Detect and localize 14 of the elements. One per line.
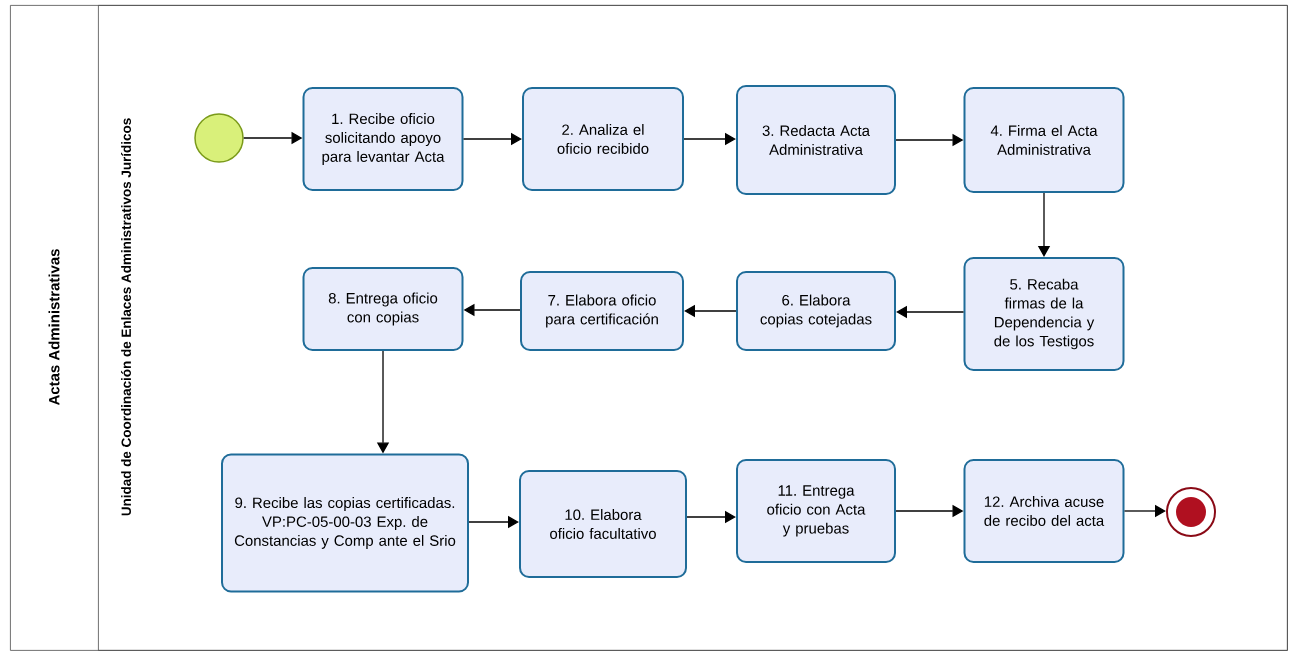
- task-box: 9. Recibe las copias certificadas. VP:PC-05-00-03 Exp. de Constancias y Comp ante el Srio: [221, 453, 469, 593]
- task-box: 12. Archiva acuse de recibo del acta: [963, 459, 1125, 563]
- task-box: 10. Elabora oficio facultativo: [519, 470, 687, 578]
- task-box: 5. Recaba firmas de la Dependencia y de los Testigos: [963, 257, 1125, 371]
- task-box: 6. Elabora copias cotejadas: [736, 271, 896, 351]
- task-box: 2. Analiza el oficio recibido: [522, 87, 684, 191]
- task-box: 4. Firma el Acta Administrativa: [963, 87, 1125, 193]
- start-event-circle: [194, 113, 244, 163]
- task-box: 8. Entrega oficio con copias: [302, 267, 464, 351]
- task-box: 11. Entrega oficio con Acta y pruebas: [736, 459, 896, 563]
- end-event-circle: [1166, 487, 1216, 537]
- task-box: 7. Elabora oficio para certificación: [520, 271, 684, 351]
- task-box: 1. Recibe oficio solicitando apoyo para levantar Acta: [302, 87, 464, 191]
- task-box: 3. Redacta Acta Administrativa: [736, 85, 896, 195]
